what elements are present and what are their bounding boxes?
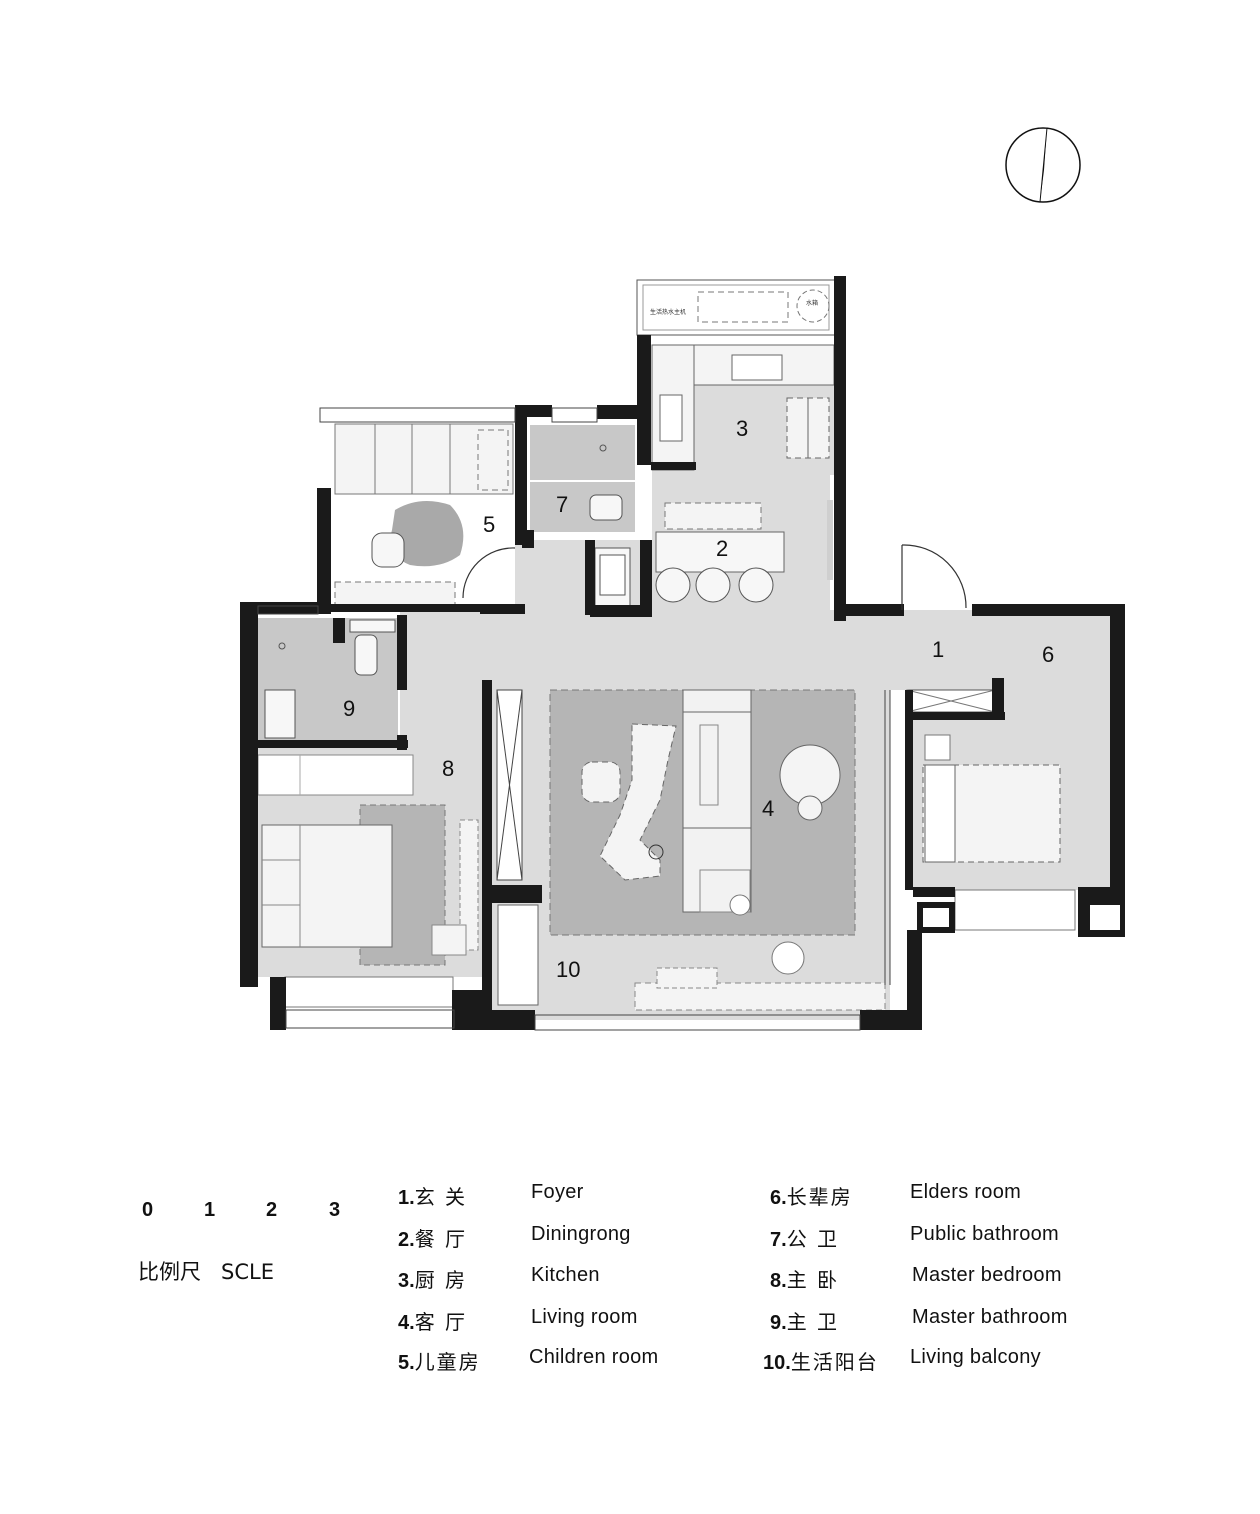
north-arrow-icon: [1005, 127, 1081, 203]
legend-cn: 餐 厅: [414, 1227, 468, 1251]
legend-en: Master bedroom: [912, 1264, 1062, 1286]
legend-cn: 公 卫: [786, 1227, 840, 1251]
room-number-9: 9: [343, 696, 355, 721]
legend-cn: 生活阳台: [790, 1350, 879, 1374]
legend-item-10: 10.生活阳台 Living balcony: [763, 1346, 1041, 1375]
room-number-7: 7: [556, 492, 568, 517]
room-numbers: 1 2 3 4 5 6 7 8 9 10: [343, 416, 1054, 982]
legend-number: 3.: [398, 1270, 415, 1292]
legend-en: Kitchen: [531, 1264, 600, 1286]
legend-en: Children room: [529, 1346, 659, 1368]
legend-item-8: 8.主 卧 Master bedroom: [770, 1264, 1062, 1293]
room-number-8: 8: [442, 756, 454, 781]
kitchen-furniture: [651, 344, 835, 471]
room-number-5: 5: [483, 512, 495, 537]
elders-room-furniture: [906, 689, 1076, 931]
scale-tick-1: 1: [204, 1199, 216, 1221]
living-room-furniture: [549, 689, 856, 936]
water-heater-label: 生活热水主机: [650, 308, 686, 316]
legend-number: 4.: [398, 1312, 415, 1334]
top-balcony: 生活热水主机 水箱: [636, 279, 838, 336]
legend-item-2: 2.餐 厅 Diningrong: [398, 1223, 630, 1252]
legend-item-6: 6.长辈房 Elders room: [770, 1181, 1021, 1210]
wardrobe: [496, 689, 523, 881]
master-bedroom-furniture: [257, 754, 479, 1008]
children-room-furniture: [334, 423, 516, 611]
legend-item-5: 5.儿童房 Children room: [398, 1346, 658, 1375]
legend-number: 6.: [770, 1187, 787, 1209]
legend-item-4: 4.客 厅 Living room: [398, 1306, 637, 1335]
legend-en: Foyer: [531, 1181, 584, 1203]
room-number-3: 3: [736, 416, 748, 441]
legend-cn: 玄 关: [414, 1185, 468, 1209]
legend-cn: 主 卫: [786, 1310, 840, 1334]
room-number-4: 4: [762, 796, 774, 821]
room-number-10: 10: [556, 957, 580, 982]
legend-number: 5.: [398, 1352, 415, 1374]
legend-number: 1.: [398, 1187, 415, 1209]
balcony-furniture: [497, 904, 886, 1011]
legend-cn: 主 卧: [786, 1268, 840, 1292]
legend-item-9: 9.主 卫 Master bathroom: [770, 1306, 1067, 1335]
legend-en: Living balcony: [910, 1346, 1041, 1368]
room-number-2: 2: [716, 536, 728, 561]
legend-number: 2.: [398, 1229, 415, 1251]
legend-en: Living room: [531, 1306, 638, 1328]
legend-number: 7.: [770, 1229, 787, 1251]
entry-door[interactable]: [901, 544, 967, 610]
scale-label: 比例尺 SCLE: [138, 1260, 274, 1284]
bathroom-fixtures: [264, 444, 631, 739]
legend-item-7: 7.公 卫 Public bathroom: [770, 1223, 1059, 1252]
legend-en: Diningrong: [531, 1223, 631, 1245]
windows: [257, 407, 891, 1031]
dining-furniture: [655, 500, 833, 603]
legend-item-3: 3.厨 房 Kitchen: [398, 1264, 600, 1293]
legend-en: Public bathroom: [910, 1223, 1060, 1245]
legend-en: Master bathroom: [912, 1306, 1068, 1328]
legend-cn: 儿童房: [414, 1350, 481, 1374]
legend-item-1: 1.玄 关 Foyer: [398, 1181, 583, 1210]
water-tank-label: 水箱: [806, 299, 818, 307]
legend-cn: 客 厅: [414, 1310, 468, 1334]
legend-number: 8.: [770, 1270, 787, 1292]
scale-tick-2: 2: [266, 1199, 278, 1221]
legend-cn: 厨 房: [414, 1268, 468, 1292]
floor-plan: 生活热水主机 水箱: [240, 127, 1125, 1031]
room-number-6: 6: [1042, 642, 1054, 667]
scale-tick-3: 3: [329, 1199, 341, 1221]
legend-en: Elders room: [910, 1181, 1022, 1203]
walls: [240, 276, 1125, 1030]
legend-number: 10.: [763, 1352, 791, 1374]
legend-cn: 长辈房: [786, 1185, 853, 1209]
scale-tick-0: 0: [142, 1199, 154, 1221]
room-number-1: 1: [932, 637, 944, 662]
legend-number: 9.: [770, 1312, 787, 1334]
